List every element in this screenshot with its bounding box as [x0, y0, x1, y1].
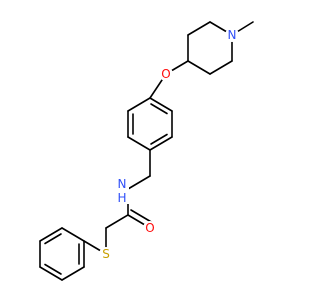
- bond-c-ch2: [105, 214, 129, 229]
- atom-n-piperidine: N: [228, 28, 237, 42]
- bond-arom: [39, 227, 63, 242]
- bond-arom-inner: [44, 263, 62, 275]
- bond-arom: [149, 97, 173, 112]
- bond-c-o-double: [130, 209, 154, 224]
- bond-ring: [187, 60, 211, 75]
- bond-arom: [127, 136, 151, 151]
- bond-ring: [187, 21, 211, 36]
- bond-arom: [127, 97, 151, 112]
- structure-canvas: N O N H O S: [39, 21, 254, 281]
- molecule-structure: N O N H O S: [39, 21, 254, 281]
- atom-s-thioether: S: [102, 247, 110, 261]
- bond-arom-inner: [44, 233, 62, 245]
- bond-arom: [149, 136, 173, 151]
- bond-arom: [61, 227, 85, 242]
- atom-n-amide: N: [118, 177, 127, 191]
- bond-arom-inner: [150, 133, 168, 145]
- atom-labels: N O N H O S: [99, 28, 239, 261]
- atom-o-carbonyl: O: [145, 221, 154, 235]
- bond-ring: [209, 60, 233, 75]
- bond-ch2-n: [127, 175, 151, 190]
- bond-arom-inner: [150, 103, 168, 115]
- bond-arom: [39, 266, 63, 281]
- atom-h-amide: H: [117, 191, 126, 205]
- bond-arom: [61, 266, 85, 281]
- atom-o-ether: O: [161, 67, 170, 81]
- bonds: [39, 21, 254, 281]
